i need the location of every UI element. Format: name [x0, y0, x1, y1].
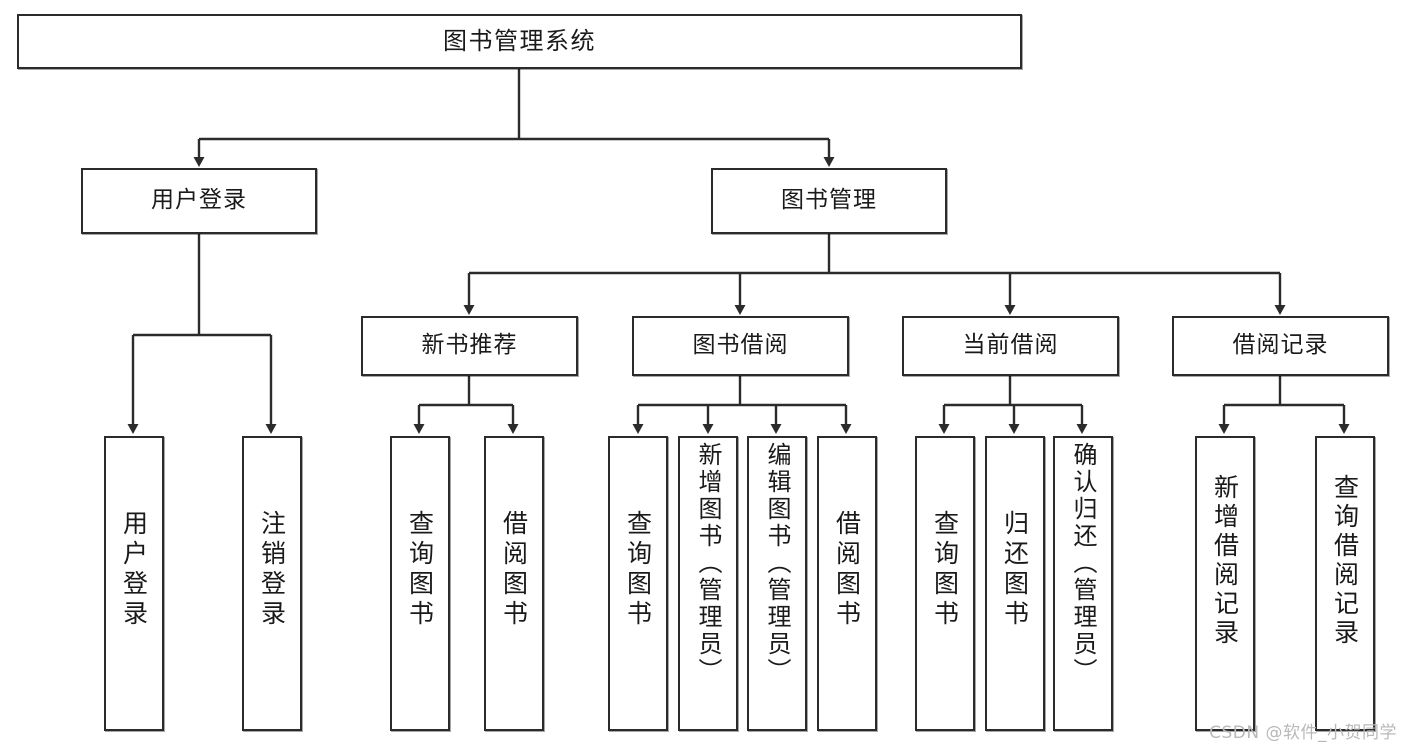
node-label: 当前借阅: [962, 332, 1059, 359]
node-label: 图书借阅: [692, 332, 789, 359]
node-root-book-management-system[interactable]: 图书管理系统: [17, 14, 1022, 69]
node-label: 图书管理系统: [443, 27, 596, 56]
node-label: 注销登录: [257, 510, 287, 630]
node-label: 借阅图书: [832, 510, 862, 630]
node-label: 借阅图书: [499, 510, 529, 630]
csdn-watermark: CSDN @软件_小贺同学: [1209, 723, 1397, 743]
node-label: 新增借阅记录: [1210, 474, 1240, 648]
node-label: 用户登录: [119, 510, 149, 630]
leaf-query-books-borrowing[interactable]: 查询图书: [608, 436, 668, 731]
node-new-book-recommendation[interactable]: 新书推荐: [361, 316, 578, 376]
node-label: 归还图书: [1000, 510, 1030, 630]
node-label: 确认归还（管理员）: [1069, 442, 1097, 685]
leaf-borrow-books[interactable]: 借阅图书: [817, 436, 877, 731]
leaf-borrow-books-new-recommendation[interactable]: 借阅图书: [484, 436, 544, 731]
node-label: 借阅记录: [1232, 332, 1329, 359]
leaf-confirm-return-admin[interactable]: 确认归还（管理员）: [1053, 436, 1113, 731]
leaf-user-login[interactable]: 用户登录: [104, 436, 164, 731]
node-user-login[interactable]: 用户登录: [81, 168, 317, 234]
node-label: 查询借阅记录: [1330, 474, 1360, 648]
leaf-add-book-admin[interactable]: 新增图书（管理员）: [678, 436, 738, 731]
node-label: 查询图书: [405, 510, 435, 630]
node-label: 查询图书: [930, 510, 960, 630]
node-current-borrowing[interactable]: 当前借阅: [902, 316, 1119, 376]
leaf-add-borrowing-record[interactable]: 新增借阅记录: [1195, 436, 1255, 731]
leaf-query-books-current[interactable]: 查询图书: [915, 436, 975, 731]
node-book-management[interactable]: 图书管理: [711, 168, 947, 234]
node-label: 新增图书（管理员）: [694, 442, 722, 685]
node-book-borrowing[interactable]: 图书借阅: [632, 316, 849, 376]
leaf-logout[interactable]: 注销登录: [242, 436, 302, 731]
node-label: 用户登录: [151, 187, 247, 214]
leaf-query-borrowing-record[interactable]: 查询借阅记录: [1315, 436, 1375, 731]
leaf-return-books[interactable]: 归还图书: [985, 436, 1045, 731]
node-borrowing-records[interactable]: 借阅记录: [1172, 316, 1389, 376]
leaf-edit-book-admin[interactable]: 编辑图书（管理员）: [747, 436, 807, 731]
leaf-query-books-new-recommendation[interactable]: 查询图书: [390, 436, 450, 731]
node-label: 查询图书: [623, 510, 653, 630]
node-label: 新书推荐: [421, 332, 518, 359]
node-label: 图书管理: [781, 187, 877, 214]
node-label: 编辑图书（管理员）: [763, 442, 791, 685]
